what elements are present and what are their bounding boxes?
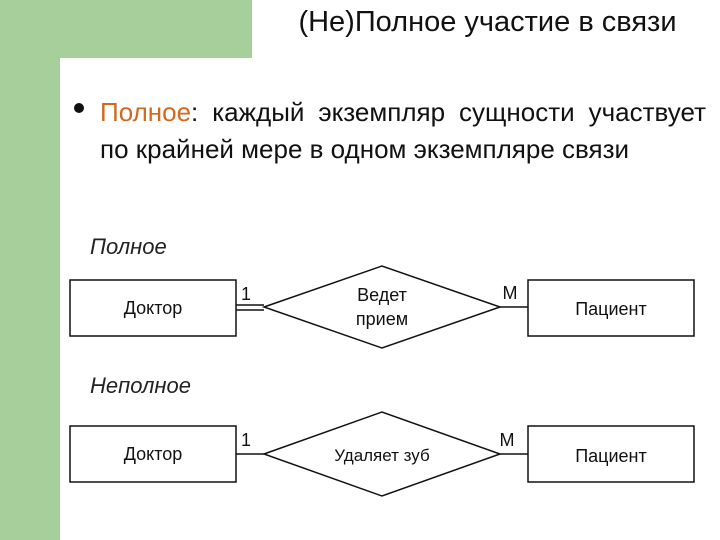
- bullet-icon: [74, 103, 84, 113]
- er-diagram-partial: Доктор 1 Удаляет зуб M Пациент: [69, 411, 695, 497]
- entity-box-patient: [527, 425, 695, 483]
- bullet-term: Полное: [100, 97, 192, 127]
- relationship-label-line2: прием: [356, 309, 408, 329]
- entity-box-doctor: [69, 425, 237, 483]
- entity-box-patient: [527, 279, 695, 337]
- cardinality-left: 1: [241, 284, 251, 304]
- decorative-rounded-corner: [60, 58, 252, 118]
- section-label-full: Полное: [90, 234, 167, 259]
- entity-label-patient: Пациент: [575, 299, 647, 319]
- decorative-green-block: [0, 0, 252, 58]
- cardinality-right: M: [500, 430, 515, 450]
- er-diagram-full: Доктор 1 Ведет прием M Пациент: [69, 265, 695, 349]
- cardinality-right: M: [503, 283, 518, 303]
- entity-label-doctor: Доктор: [124, 444, 183, 464]
- entity-label-doctor: Доктор: [124, 298, 183, 318]
- slide-title: (Не)Полное участие в связи: [298, 6, 677, 38]
- relationship-diamond: [261, 265, 503, 349]
- bullet-text: Полное: каждый экземпляр сущности участв…: [100, 94, 706, 168]
- entity-box-doctor: [69, 279, 237, 337]
- entity-label-patient: Пациент: [575, 446, 647, 466]
- bullet-definition: : каждый экземпляр сущности участвует по…: [100, 97, 706, 164]
- section-label-partial: Неполное: [90, 373, 191, 398]
- relationship-label-line1: Ведет: [357, 285, 407, 305]
- decorative-left-bar: [0, 58, 60, 540]
- cardinality-left: 1: [241, 430, 251, 450]
- relationship-label: Удаляет зуб: [334, 446, 430, 465]
